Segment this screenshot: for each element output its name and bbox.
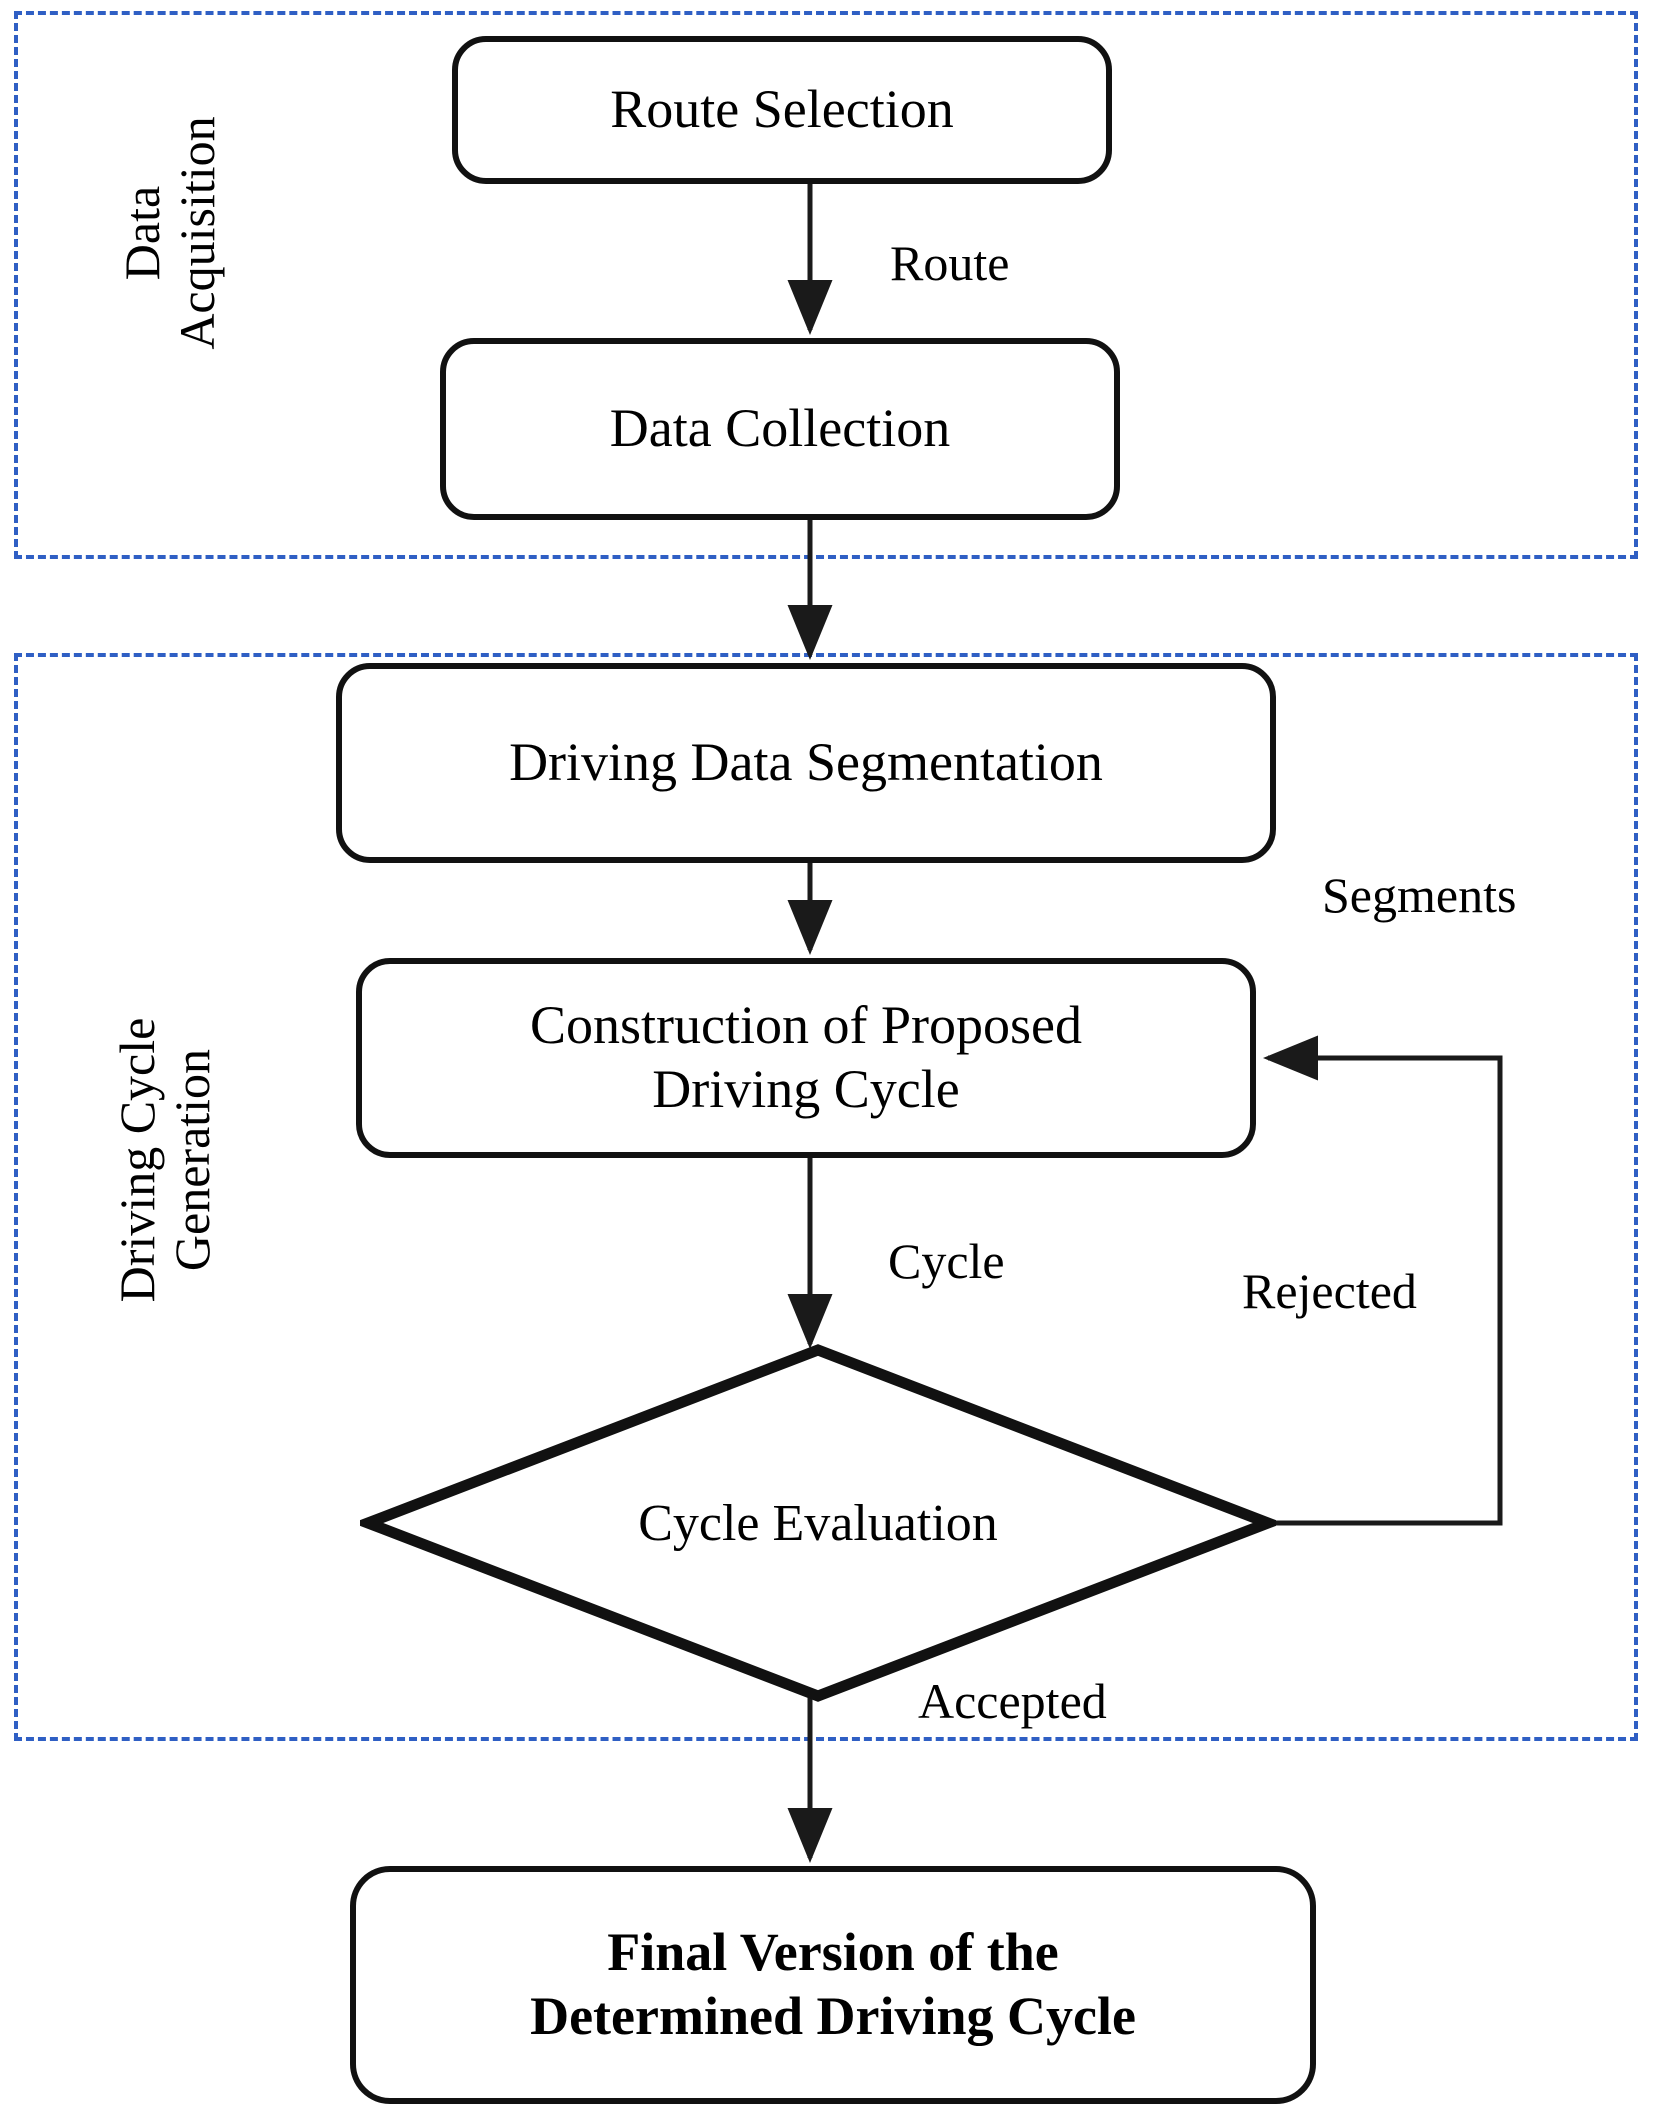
- lane-title-line1: Data: [114, 185, 170, 281]
- node-data-collection[interactable]: Data Collection: [440, 338, 1120, 520]
- node-route-selection-label: Route Selection: [610, 79, 954, 140]
- lane-title-line2: Acquisition: [169, 116, 225, 350]
- node-construction-label-line1: Construction of Proposed: [530, 995, 1082, 1056]
- node-segmentation-label: Driving Data Segmentation: [509, 732, 1103, 793]
- edge-label-rejected: Rejected: [1242, 1263, 1417, 1319]
- node-final-label: Final Version of the Determined Driving …: [494, 1921, 1172, 2048]
- diamond-shape: [360, 1344, 1276, 1702]
- node-cycle-evaluation[interactable]: Cycle Evaluation: [360, 1342, 1276, 1704]
- lane-title-driving-cycle-generation: Driving Cycle Generation: [109, 950, 230, 1370]
- node-construction-label: Construction of Proposed Driving Cycle: [494, 994, 1118, 1121]
- node-route-selection[interactable]: Route Selection: [452, 36, 1112, 184]
- node-data-collection-label: Data Collection: [609, 398, 951, 459]
- lane-title-line2: Generation: [164, 1048, 220, 1272]
- lane-data-acquisition: [14, 11, 1638, 559]
- node-construction-label-line2: Driving Cycle: [652, 1059, 960, 1119]
- edge-label-segments: Segments: [1322, 867, 1517, 923]
- node-final-version-of-the-determined-driving-cycle[interactable]: Final Version of the Determined Driving …: [350, 1866, 1316, 2104]
- node-final-label-line2: Determined Driving Cycle: [530, 1986, 1136, 2046]
- edge-label-accepted: Accepted: [918, 1673, 1107, 1729]
- node-final-label-line1: Final Version of the: [607, 1922, 1059, 1983]
- node-driving-data-segmentation[interactable]: Driving Data Segmentation: [336, 663, 1276, 863]
- node-construction-of-proposed-driving-cycle[interactable]: Construction of Proposed Driving Cycle: [356, 958, 1256, 1158]
- edge-label-route: Route: [890, 235, 1010, 291]
- lane-title-data-acquisition: Data Acquisition: [114, 93, 225, 373]
- lane-title-line1: Driving Cycle: [109, 1017, 165, 1303]
- edge-label-cycle: Cycle: [888, 1233, 1005, 1289]
